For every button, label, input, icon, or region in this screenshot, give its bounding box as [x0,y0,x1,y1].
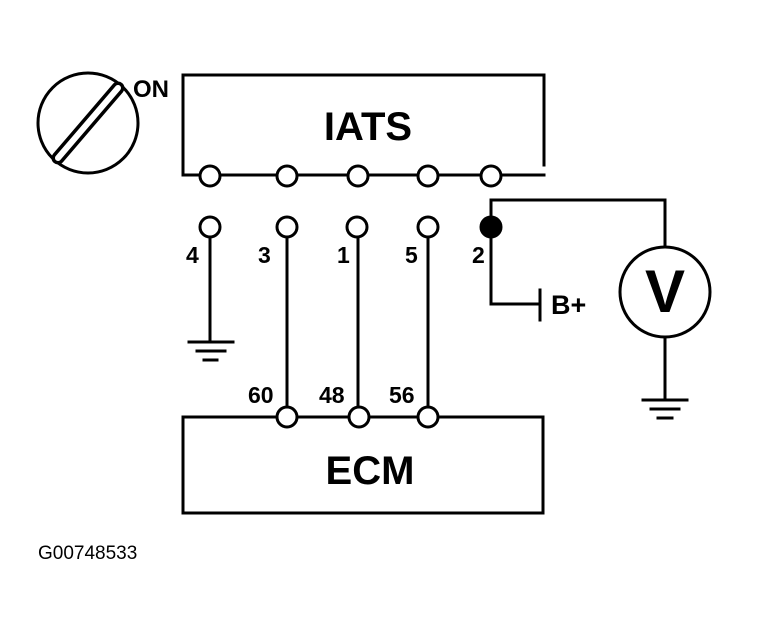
ecm-pin-label-60: 60 [248,382,274,408]
iats-terminal-3 [275,164,299,188]
ecm-terminal-48 [347,405,371,429]
iats-terminal-1 [346,164,370,188]
iats-box [181,73,546,177]
ignition-switch-icon [36,71,140,175]
ecm-terminal-56 [416,405,440,429]
voltmeter-icon [618,245,712,339]
voltmeter-label: V [645,258,685,325]
harness-pin-5 [416,215,440,239]
figure-id-label: G00748533 [38,543,137,564]
pin-label-5: 5 [405,242,418,268]
iats-terminal-5 [416,164,440,188]
pin-label-1: 1 [337,242,350,268]
iats-terminal-4 [198,164,222,188]
harness-pin-4 [198,215,222,239]
pin-label-2: 2 [472,242,485,268]
iats-terminals [198,164,503,188]
ecm-label: ECM [326,449,415,493]
iats-terminal-2 [479,164,503,188]
harness-pin-1 [345,215,369,239]
ecm-wires [285,235,430,407]
battery-lead [489,235,542,322]
voltmeter-lead [489,198,667,399]
ecm-terminals [275,405,440,429]
iats-label: IATS [324,105,412,149]
harness-pin-3 [275,215,299,239]
ground-icon-left [187,340,235,362]
battery-label: B+ [551,290,586,320]
pin-label-4: 4 [186,242,199,268]
pin-label-3: 3 [258,242,271,268]
switch-on-label: ON [133,76,169,103]
ecm-pin-label-48: 48 [319,382,345,408]
ecm-terminal-60 [275,405,299,429]
ground-icon-right [641,398,689,420]
harness-pins [198,215,503,239]
harness-pin-2-probe [479,215,503,239]
ecm-pin-label-56: 56 [389,382,415,408]
